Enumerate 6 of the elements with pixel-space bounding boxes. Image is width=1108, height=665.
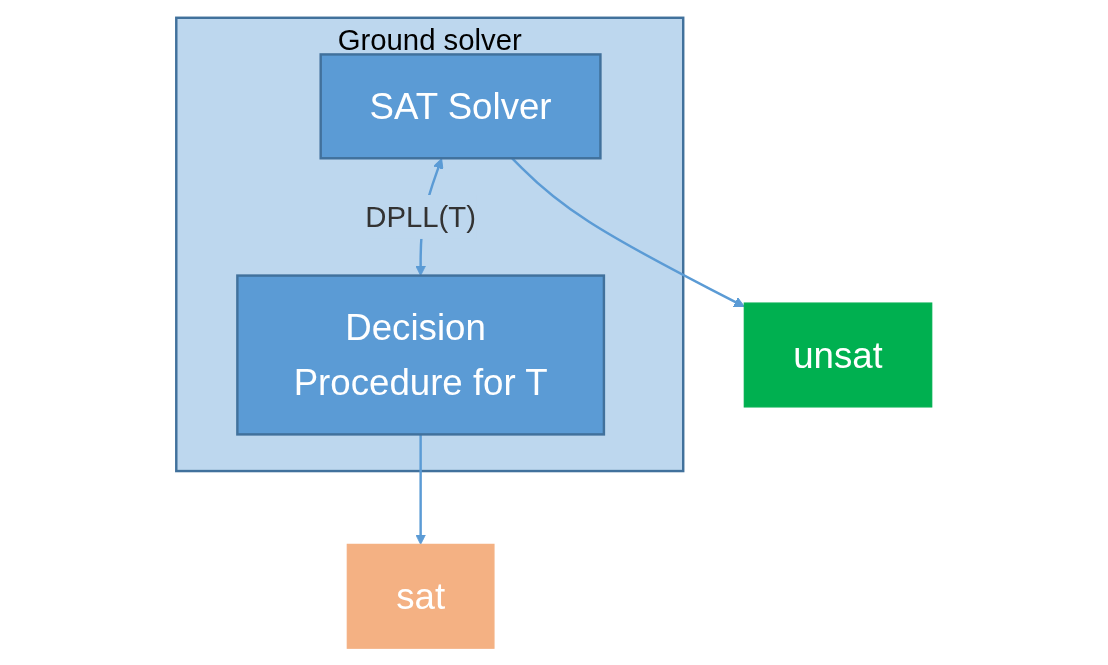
node-box: SAT Solver (319, 52, 602, 159)
node-box: unsat (743, 301, 933, 408)
node-box: sat (346, 543, 495, 649)
node-box: Decision Procedure for T (236, 273, 606, 436)
edge-label: DPLL(T) (365, 199, 477, 233)
arrow (415, 433, 426, 545)
